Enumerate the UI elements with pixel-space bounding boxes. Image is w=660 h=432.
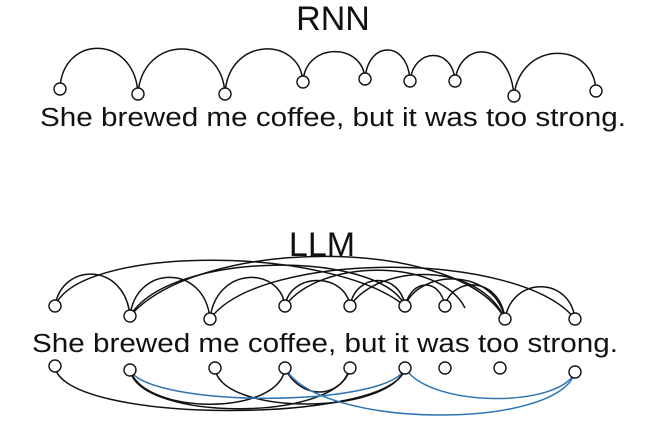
- llm-upper-arc: [404, 278, 506, 320]
- llm-upper-arc: [54, 273, 131, 317]
- llm-upper-arc: [504, 286, 576, 320]
- llm-upper-arc: [444, 284, 506, 320]
- llm-lower-arc: [129, 367, 286, 405]
- llm-title: LLM: [289, 226, 355, 264]
- llm-sentence: She brewed me coffee, but it was too str…: [32, 330, 618, 358]
- llm-upper-arc: [349, 273, 506, 320]
- llm-upper-arc: [129, 264, 406, 317]
- llm-token-node-top: [48, 299, 62, 313]
- llm-token-node-bottom: [48, 359, 62, 373]
- llm-lower-arc-highlight: [129, 367, 406, 399]
- llm-token-node-bottom: [343, 361, 357, 375]
- llm-panel: LLM: [32, 226, 618, 416]
- llm-upper-arc: [209, 276, 286, 320]
- llm-lower-arc-highlight: [404, 367, 576, 400]
- llm-token-node-bottom: [278, 361, 292, 375]
- llm-upper-arc: [209, 266, 576, 320]
- rnn-token-node: [53, 82, 67, 96]
- llm-token-node-bottom: [208, 361, 222, 375]
- llm-token-node-bottom: [398, 361, 412, 375]
- llm-token-node-top: [123, 309, 137, 323]
- rnn-arc: [59, 47, 139, 95]
- llm-upper-arcs: [54, 255, 576, 320]
- llm-token-node-top: [498, 312, 512, 326]
- rnn-arc: [409, 54, 456, 82]
- llm-upper-arc: [284, 269, 466, 309]
- rnn-arc: [224, 48, 304, 95]
- llm-upper-arc: [284, 279, 351, 307]
- llm-token-node-bottom: [123, 363, 137, 377]
- llm-lower-arcs: [54, 365, 576, 416]
- rnn-token-node: [218, 87, 232, 101]
- llm-upper-arc: [54, 259, 406, 307]
- rnn-arc: [302, 50, 366, 83]
- llm-upper-arc: [349, 279, 406, 307]
- llm-upper-nodes: [48, 299, 582, 326]
- llm-token-node-top: [438, 299, 452, 313]
- rnn-token-node: [296, 75, 310, 89]
- llm-token-node-top: [278, 299, 292, 313]
- rnn-title: RNN: [296, 0, 370, 38]
- llm-token-node-top: [203, 312, 217, 326]
- rnn-panel: RNN She brewed me coffee, but it was too…: [40, 0, 626, 132]
- llm-token-node-top: [398, 299, 412, 313]
- llm-upper-arc: [129, 276, 211, 320]
- llm-lower-nodes: [48, 359, 582, 379]
- rnn-token-node: [589, 84, 603, 98]
- llm-upper-arc: [129, 255, 506, 320]
- rnn-token-node: [403, 74, 417, 88]
- rnn-token-node: [131, 87, 145, 101]
- llm-token-node-bottom: [438, 361, 452, 375]
- rnn-arc: [364, 49, 411, 82]
- rnn-token-nodes: [53, 72, 603, 103]
- rnn-arcs: [59, 47, 597, 97]
- llm-token-node-top: [343, 299, 357, 313]
- rnn-sentence: She brewed me coffee, but it was too str…: [40, 104, 626, 132]
- llm-lower-arc: [214, 367, 406, 405]
- rnn-token-node: [358, 72, 372, 86]
- llm-token-node-bottom: [568, 365, 582, 379]
- rnn-arc: [137, 48, 226, 95]
- llm-lower-arc: [284, 367, 351, 393]
- rnn-token-node: [507, 89, 521, 103]
- llm-lower-arc-highlight: [284, 367, 576, 416]
- rnn-arc: [454, 51, 515, 97]
- rnn-token-node: [448, 74, 462, 88]
- llm-token-node-top: [568, 312, 582, 326]
- rnn-arc: [513, 52, 597, 97]
- llm-token-node-bottom: [493, 361, 507, 375]
